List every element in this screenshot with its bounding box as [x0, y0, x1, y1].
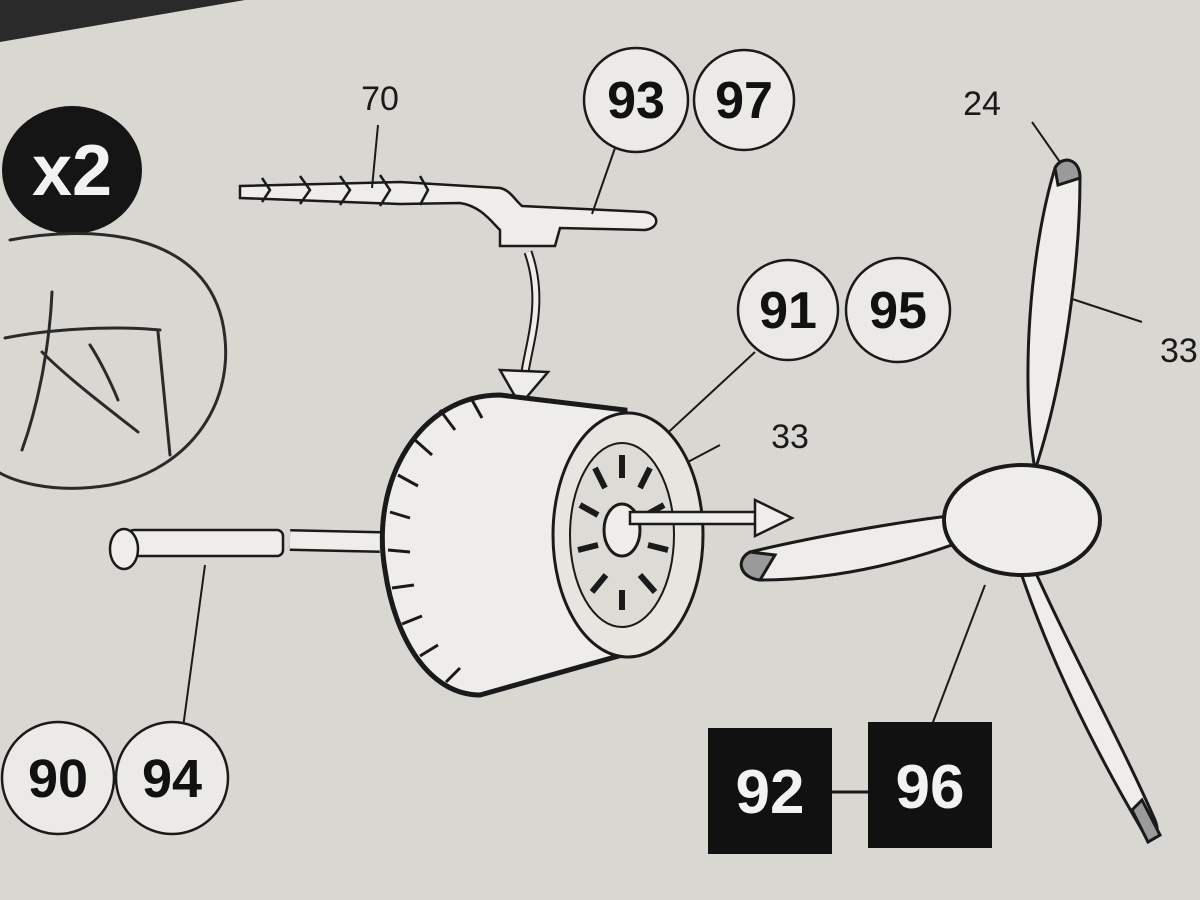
- engine-cylinders: [577, 455, 669, 610]
- multiplier-label: x2: [32, 131, 112, 211]
- callout-engine-91: 91: [736, 258, 840, 362]
- propeller: [739, 158, 1162, 845]
- svg-text:96: 96: [896, 753, 965, 822]
- callout-propeller-96: 96: [868, 722, 992, 848]
- blade-tip-paint: [1053, 158, 1082, 187]
- axle-pin: [108, 527, 381, 571]
- svg-text:93: 93: [607, 72, 665, 130]
- handwritten-mark: [0, 232, 228, 490]
- callout-axle-90: 90: [0, 720, 116, 836]
- label-part-33-engine: 33: [771, 418, 809, 456]
- propeller-spinner: [942, 463, 1102, 577]
- svg-text:92: 92: [736, 758, 805, 827]
- callout-sprue-93: 93: [582, 46, 690, 154]
- callout-propeller-92: 92: [708, 728, 832, 854]
- sheet-corner-shadow: [0, 0, 245, 42]
- label-part-33-blade: 33: [1160, 332, 1198, 370]
- sprue-part: [238, 174, 658, 248]
- svg-text:91: 91: [759, 282, 817, 340]
- svg-text:94: 94: [142, 749, 202, 809]
- callout-axle-94: 94: [114, 720, 230, 836]
- callout-sprue-97: 97: [692, 48, 796, 152]
- svg-text:97: 97: [715, 72, 773, 130]
- assembly-arrow-right: [628, 498, 795, 538]
- label-part-24: 24: [963, 85, 1001, 123]
- svg-text:95: 95: [869, 282, 927, 340]
- multiplier-badge: x2: [2, 106, 142, 234]
- callout-engine-95: 95: [844, 256, 952, 364]
- label-part-70: 70: [361, 80, 399, 118]
- engine-cowling: [379, 392, 705, 698]
- svg-text:90: 90: [28, 749, 88, 809]
